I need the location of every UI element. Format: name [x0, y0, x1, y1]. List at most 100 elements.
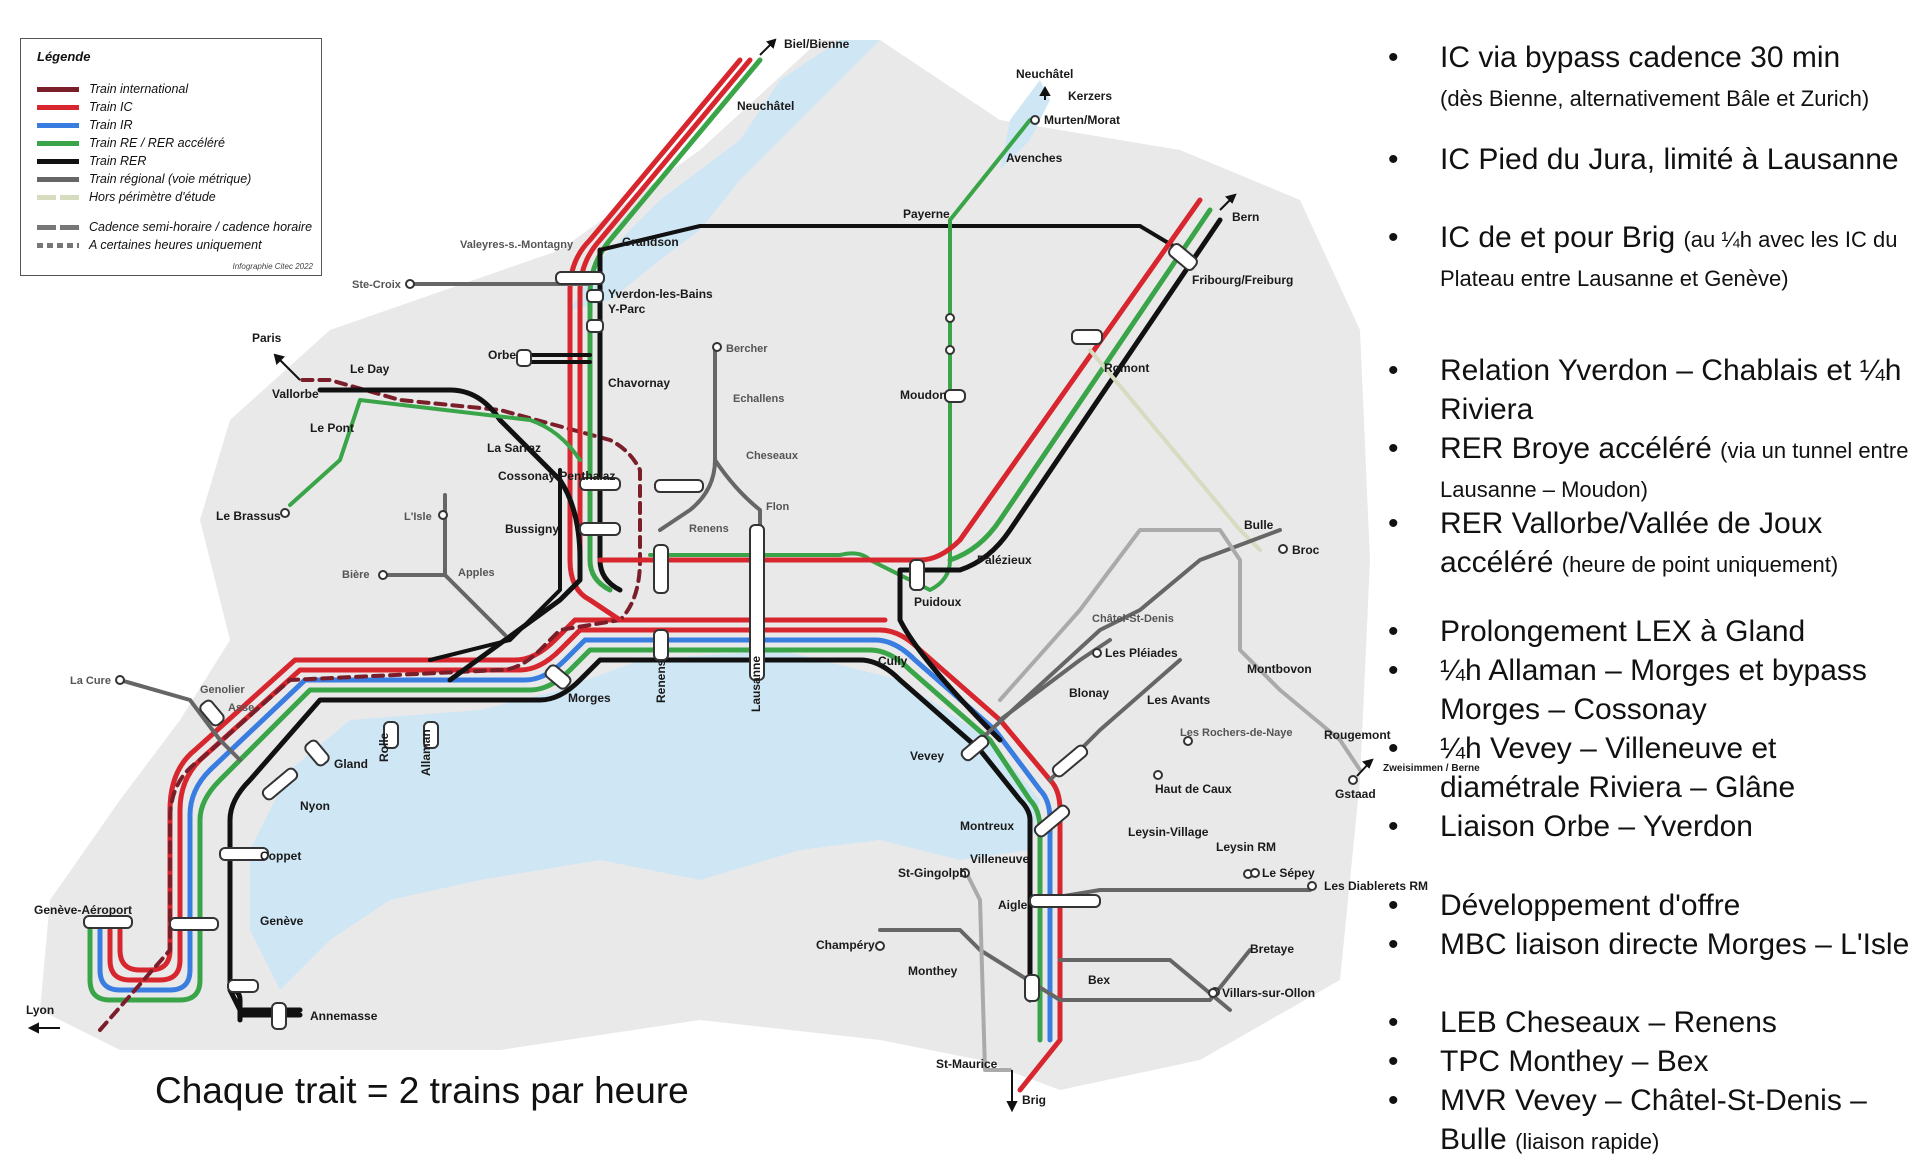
item-note: (heure de point uniquement): [1561, 552, 1839, 577]
station-label: Genève: [260, 914, 304, 928]
station-label: Avenches: [1006, 151, 1063, 165]
station-label: Yverdon-les-Bains: [608, 287, 713, 301]
station-label: Cully: [878, 654, 908, 668]
item-text: LEB Cheseaux – Renens: [1440, 1006, 1777, 1039]
legend-label: A certaines heures uniquement: [89, 238, 262, 252]
bullet-icon: •: [1388, 354, 1399, 387]
legend-swatch: [37, 194, 79, 200]
map-caption: Chaque trait = 2 trains par heure: [155, 1070, 689, 1111]
legend-label: Cadence semi-horaire / cadence horaire: [89, 220, 313, 234]
station-label: Genève-Aéroport: [34, 903, 132, 917]
station-label: Gstaad: [1335, 787, 1376, 801]
station-label: Châtel-St-Denis: [1092, 613, 1174, 625]
station-label: Le Day: [350, 362, 390, 376]
item-text: IC Pied du Jura, limité à Lausanne: [1440, 143, 1899, 176]
line-re-vallorbe: [288, 398, 582, 507]
legend-label: Train IR: [89, 118, 133, 132]
legend-swatch: [37, 242, 79, 248]
item-text: ¼h Vevey – Villeneuve et diamétrale Rivi…: [1440, 732, 1796, 804]
line-regional-orbe: [523, 353, 592, 364]
station-label: Echallens: [733, 393, 784, 405]
legend-item: Hors périmètre d'étude: [37, 189, 216, 205]
rail-lines: [87, 57, 1362, 1093]
station-labels: Biel/Bienne Neuchâtel Neuchâtel Kerzers …: [26, 37, 1480, 1107]
legend-swatch: [37, 140, 79, 146]
bullet-icon: •: [1388, 732, 1399, 765]
item-text: RER Broye accéléré: [1440, 432, 1712, 465]
item-text: Prolongement LEX à Gland: [1440, 615, 1806, 648]
line-re-broye: [648, 118, 1032, 592]
station-label: Morges: [568, 691, 611, 705]
station-label: Puidoux: [914, 595, 962, 609]
station-label: Blonay: [1069, 686, 1109, 700]
item-text: IC de et pour Brig: [1440, 221, 1676, 254]
legend-label: Train IC: [89, 100, 133, 114]
station-label: Payerne: [903, 207, 950, 221]
item-note: (au ¼h avec les IC du Plateau entre Laus…: [1440, 227, 1898, 291]
station-label: Biel/Bienne: [784, 37, 850, 51]
station-label: Renens: [654, 659, 668, 703]
station-label: Montbovon: [1247, 662, 1312, 676]
item-note: (via un tunnel entre Lausanne – Moudon): [1440, 438, 1909, 502]
bullet-icon: •: [1388, 507, 1399, 540]
item-text: IC via bypass cadence 30 min: [1440, 41, 1841, 74]
line-regional-chablais: [878, 888, 1312, 1012]
legend-swatch: [37, 86, 79, 92]
line-regional-nstcm: [118, 678, 242, 762]
bullet-icon: •: [1388, 41, 1399, 74]
item-text: MBC liaison directe Morges – L'Isle: [1440, 928, 1910, 961]
legend-item: Cadence semi-horaire / cadence horaire: [37, 219, 312, 235]
item-text: ¼h Allaman – Morges et bypass Morges – C…: [1440, 654, 1867, 726]
line-regional-stgingolph: [963, 868, 1012, 1072]
station-label: Vevey: [910, 749, 944, 763]
line-ic-jura-foot: [567, 57, 743, 623]
station-label: Broc: [1292, 543, 1320, 557]
station-label: Bulle: [1244, 518, 1274, 532]
bullet-icon: •: [1388, 1006, 1399, 1039]
station-label: Bretaye: [1250, 942, 1294, 956]
station-label: Villars-sur-Ollon: [1222, 986, 1315, 1000]
station-label: Apples: [458, 567, 495, 579]
station-label: Asse: [228, 702, 254, 714]
station-label: Orbe: [488, 348, 516, 362]
legend-label: Train international: [89, 82, 189, 96]
station-label: Palézieux: [977, 553, 1032, 567]
station-label: Villeneuve: [970, 852, 1029, 866]
station-label: Les Rochers-de-Naye: [1180, 727, 1293, 739]
station-label: Bussigny: [505, 522, 559, 536]
station-label: Lausanne: [749, 656, 763, 712]
station-label: Haut de Caux: [1155, 782, 1232, 796]
station-label: Le Brassus: [216, 509, 281, 523]
station-label: Grandson: [622, 235, 679, 249]
station-label: Cossonay-Penthalaz: [498, 469, 615, 483]
station-label: Le Pont: [310, 421, 354, 435]
item-text: Relation Yverdon – Chablais et ¼h Rivier…: [1440, 354, 1902, 426]
bullet-icon: •: [1388, 654, 1399, 687]
station-label: Neuchâtel: [1016, 67, 1073, 81]
legend-swatch: [37, 224, 79, 230]
lake-neuchatel: [570, 40, 880, 310]
station-label: L'Isle: [404, 511, 432, 523]
legend-credit: Infographie Citec 2022: [232, 262, 314, 271]
station-label: Champéry: [816, 938, 875, 952]
line-ic2-jura-foot: [577, 57, 753, 563]
station-label: Bern: [1232, 210, 1259, 224]
station-markers: [115, 115, 1358, 998]
station-bars: [83, 243, 1198, 1030]
legend-swatch: [37, 104, 79, 110]
station-label: Les Pléiades: [1105, 646, 1178, 660]
station-label: Neuchâtel: [737, 99, 794, 113]
legend-item: A certaines heures uniquement: [37, 237, 262, 253]
station-label: Le Sépey: [1262, 866, 1315, 880]
item-text: TPC Monthey – Bex: [1440, 1045, 1709, 1078]
line-international-paris: [98, 378, 642, 1032]
legend-item: Train IC: [37, 99, 133, 115]
item-text: Liaison Orbe – Yverdon: [1440, 810, 1753, 843]
station-label: La Sarraz: [487, 441, 541, 455]
line-regional-mbc: [383, 493, 507, 637]
station-label: Les Avants: [1147, 693, 1210, 707]
line-regional-bulle: [998, 528, 1362, 772]
station-label: Bercher: [726, 343, 768, 355]
station-label: Brig: [1022, 1093, 1046, 1107]
station-label: Fribourg/Freiburg: [1192, 273, 1293, 287]
